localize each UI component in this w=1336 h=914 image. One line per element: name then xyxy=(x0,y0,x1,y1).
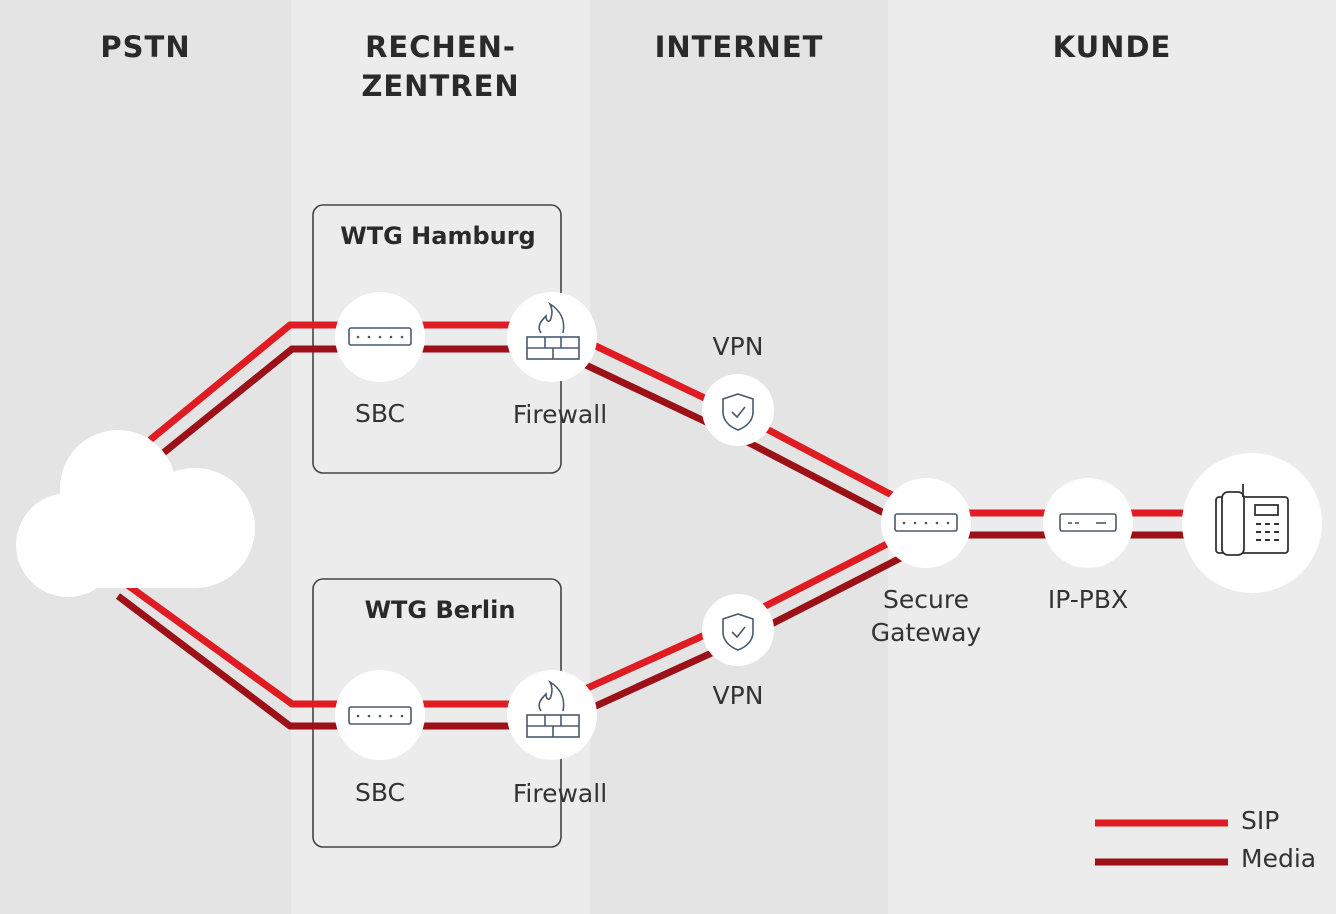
vpn-node-bottom[interactable] xyxy=(702,594,774,666)
ip-pbx-node[interactable] xyxy=(1043,478,1133,568)
phone-icon xyxy=(1215,484,1289,556)
column-internet: INTERNET xyxy=(590,0,888,914)
datacenter-title-berlin: WTG Berlin xyxy=(364,596,516,624)
sbc-node-hamburg[interactable] xyxy=(335,292,425,382)
column-title-internet: INTERNET xyxy=(654,30,824,64)
column-title-rechenzentren: RECHEN- ZENTREN xyxy=(361,30,520,103)
vpn-node-top[interactable] xyxy=(702,374,774,446)
column-title-pstn: PSTN xyxy=(100,30,191,64)
desk-phone-node[interactable] xyxy=(1182,453,1322,593)
firewall-label-berlin: Firewall xyxy=(512,779,608,808)
media-link-top xyxy=(159,345,1252,539)
sbc-node-berlin[interactable] xyxy=(335,670,425,760)
column-rechenzentren: RECHEN- ZENTREN xyxy=(291,0,590,914)
secure-gateway-label: Secure Gateway xyxy=(870,585,982,647)
ip-pbx-label: IP-PBX xyxy=(1047,585,1129,614)
shield-icon xyxy=(722,393,754,431)
secure-gateway-node[interactable] xyxy=(881,478,971,568)
vpn-label-bottom: VPN xyxy=(712,681,764,710)
vpn-label-top: VPN xyxy=(712,332,764,361)
datacenter-title-hamburg: WTG Hamburg xyxy=(340,222,536,250)
firewall-icon xyxy=(526,679,580,738)
legend-sip-label: SIP xyxy=(1241,806,1280,835)
firewall-node-berlin[interactable] xyxy=(507,670,597,760)
sbc-label-hamburg: SBC xyxy=(354,399,406,428)
pstn-cloud-icon xyxy=(16,430,255,597)
legend-media-label: Media xyxy=(1241,844,1317,873)
firewall-icon xyxy=(526,301,580,360)
column-title-kunde: KUNDE xyxy=(1052,30,1172,64)
sbc-label-berlin: SBC xyxy=(354,778,406,807)
sip-link-top xyxy=(147,321,1252,517)
firewall-node-hamburg[interactable] xyxy=(507,292,597,382)
firewall-label-hamburg: Firewall xyxy=(512,400,608,429)
shield-icon xyxy=(722,613,754,651)
